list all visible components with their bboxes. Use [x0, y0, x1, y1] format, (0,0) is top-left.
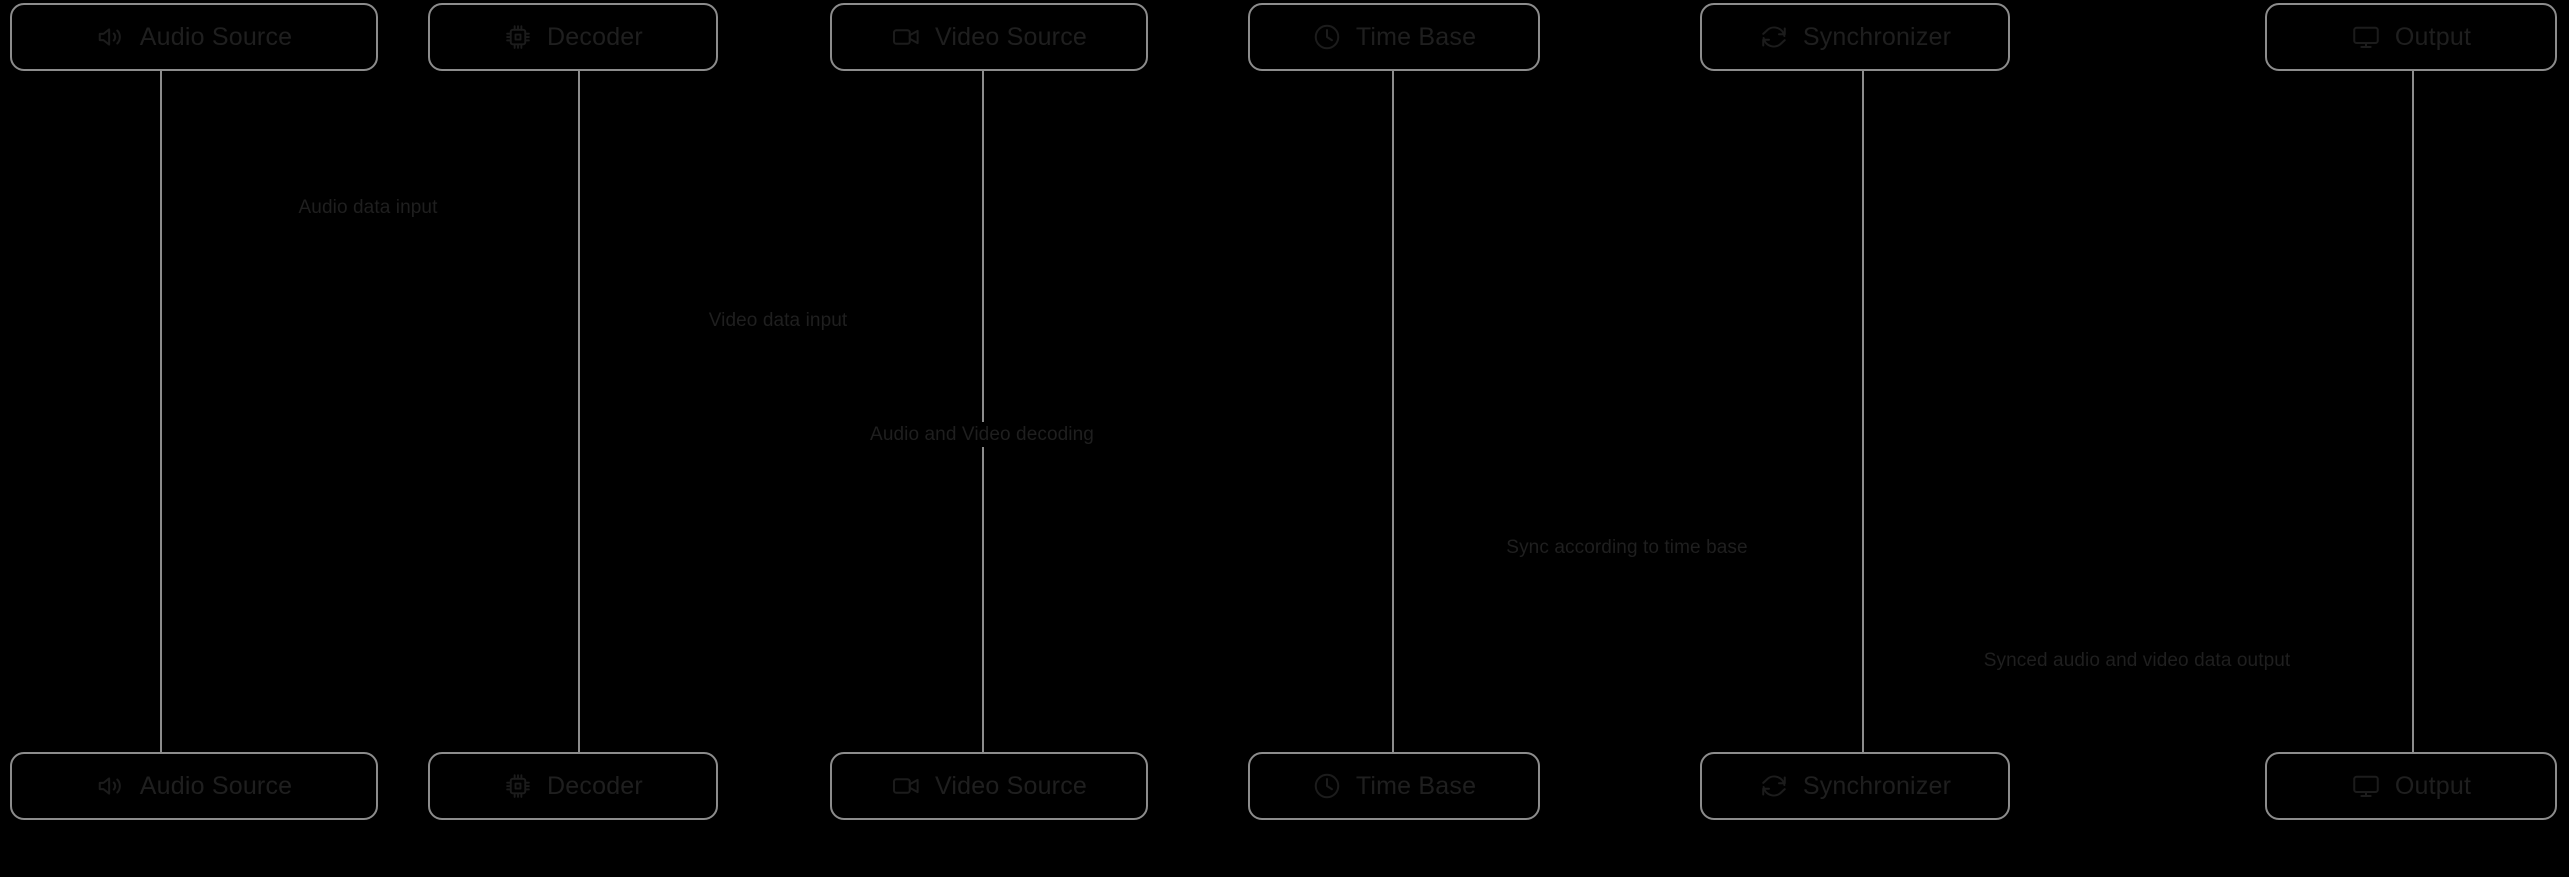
message-label-audio-data-input: Audio data input	[290, 195, 446, 220]
participant-output-bottom[interactable]: Output	[2265, 752, 2557, 820]
participant-decoder-top[interactable]: Decoder	[428, 3, 718, 71]
participant-time-base-top[interactable]: Time Base	[1248, 3, 1540, 71]
video-camera-icon	[891, 771, 921, 801]
participant-label: Audio Source	[139, 22, 293, 51]
participant-label: Decoder	[547, 771, 643, 800]
participant-video-source-top[interactable]: Video Source	[830, 3, 1148, 71]
participant-output-top[interactable]: Output	[2265, 3, 2557, 71]
participant-label: Video Source	[934, 22, 1088, 51]
participant-label: Decoder	[547, 22, 643, 51]
clock-icon	[1312, 771, 1342, 801]
monitor-icon	[2351, 771, 2381, 801]
lifeline-output	[2412, 71, 2414, 752]
clock-icon	[1312, 22, 1342, 52]
message-label-synced-data-output: Synced audio and video data output	[1975, 648, 2299, 673]
participant-label: Output	[2394, 771, 2472, 800]
participant-synchronizer-bottom[interactable]: Synchronizer	[1700, 752, 2010, 820]
participant-synchronizer-top[interactable]: Synchronizer	[1700, 3, 2010, 71]
sync-arrows-icon	[1759, 771, 1789, 801]
message-label-audio-video-decoding: Audio and Video decoding	[862, 422, 1102, 447]
video-camera-icon	[891, 22, 921, 52]
participant-label: Time Base	[1355, 22, 1477, 51]
participant-label: Synchronizer	[1802, 22, 1952, 51]
message-label-video-data-input: Video data input	[700, 308, 856, 333]
lifeline-video-source	[982, 71, 984, 752]
message-label-sync-to-time-base: Sync according to time base	[1498, 535, 1756, 560]
monitor-icon	[2351, 22, 2381, 52]
speaker-icon	[96, 771, 126, 801]
speaker-icon	[96, 22, 126, 52]
participant-time-base-bottom[interactable]: Time Base	[1248, 752, 1540, 820]
lifeline-synchronizer	[1862, 71, 1864, 752]
participant-label: Time Base	[1355, 771, 1477, 800]
lifeline-decoder	[578, 71, 580, 752]
cpu-chip-icon	[503, 771, 533, 801]
cpu-chip-icon	[503, 22, 533, 52]
sync-arrows-icon	[1759, 22, 1789, 52]
lifeline-time-base	[1392, 71, 1394, 752]
participant-audio-source-bottom[interactable]: Audio Source	[10, 752, 378, 820]
participant-decoder-bottom[interactable]: Decoder	[428, 752, 718, 820]
lifeline-audio-source	[160, 71, 162, 752]
participant-audio-source-top[interactable]: Audio Source	[10, 3, 378, 71]
participant-label: Video Source	[934, 771, 1088, 800]
participant-label: Output	[2394, 22, 2472, 51]
participant-label: Audio Source	[139, 771, 293, 800]
participant-label: Synchronizer	[1802, 771, 1952, 800]
participant-video-source-bottom[interactable]: Video Source	[830, 752, 1148, 820]
